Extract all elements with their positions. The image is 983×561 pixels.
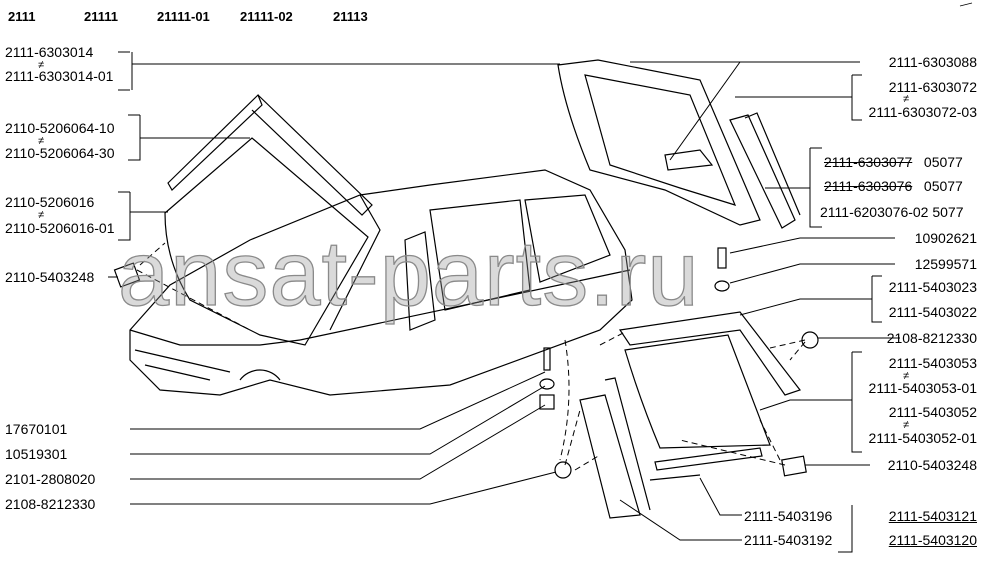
clip-front-drawing: [113, 262, 141, 288]
plug-top-drawing: [801, 331, 819, 349]
plug-bottom-drawing: [554, 461, 572, 479]
part-code: 05077: [923, 178, 963, 194]
side-glass-drawing: [579, 311, 801, 519]
part-code: 5077: [932, 204, 964, 220]
part-label[interactable]: 2108-8212330: [886, 330, 977, 346]
part-label[interactable]: 2111-6303072-03: [868, 104, 977, 120]
model-2111: 2111: [8, 9, 36, 24]
clip-rear-drawing: [781, 455, 807, 477]
part-label-kit[interactable]: 2111-5403121: [888, 508, 977, 524]
part-label[interactable]: 2110-5206016-01: [5, 220, 115, 236]
part-label[interactable]: 2111-5403192: [744, 532, 833, 548]
part-label[interactable]: 2111-6303014: [5, 44, 94, 60]
windshield-seal-drawing: [167, 93, 373, 216]
part-label-kit[interactable]: 2111-5403120: [888, 532, 977, 548]
part-label[interactable]: 2110-5206016: [5, 194, 95, 210]
part-number: 2111-6203076-02: [820, 204, 929, 220]
alternative-symbol: ≠: [903, 93, 910, 105]
alternative-symbol: ≠: [38, 59, 45, 71]
washer-drawing: [539, 378, 555, 390]
alternative-symbol: ≠: [903, 370, 910, 382]
part-label[interactable]: 17670101: [5, 421, 68, 437]
leader-lines: [108, 51, 900, 553]
washer-top-drawing: [714, 280, 730, 292]
part-label[interactable]: 2111-6303072: [888, 79, 977, 95]
part-label[interactable]: 2111-5403023: [888, 279, 977, 295]
windshield-drawing: [164, 137, 369, 346]
nut-drawing: [539, 394, 555, 410]
rear-door-glass-drawing: [557, 59, 801, 229]
part-label[interactable]: 2110-5403248: [887, 457, 977, 473]
part-label[interactable]: 2108-8212330: [5, 496, 96, 512]
part-label[interactable]: 2111-5403052: [888, 404, 977, 420]
alternative-symbol: ≠: [38, 135, 45, 147]
screw-top-drawing: [717, 247, 727, 269]
corner-mark: [959, 2, 973, 7]
alternative-symbol: ≠: [903, 419, 910, 431]
part-number: 2111-6303077: [824, 154, 913, 170]
part-label[interactable]: 2110-5206064-10: [5, 120, 115, 136]
part-label[interactable]: 10902621: [914, 230, 977, 246]
part-label[interactable]: 2111-5403022: [888, 304, 977, 320]
model-21111: 21111: [84, 9, 118, 24]
model-21111-01: 21111-01: [157, 9, 210, 24]
part-label[interactable]: 2110-5206064-30: [5, 145, 115, 161]
part-label[interactable]: 2111-5403052-01: [868, 430, 977, 446]
part-label[interactable]: 2111-6303088: [888, 54, 977, 70]
watermark: ansat-parts.ru: [117, 223, 700, 325]
part-label[interactable]: 2111-5403196: [744, 508, 833, 524]
part-label-superseded[interactable]: 2111-6303077 05077: [824, 154, 963, 170]
part-label[interactable]: 2111-5403053: [888, 355, 977, 371]
alternative-symbol: ≠: [38, 209, 45, 221]
model-21113: 21113: [333, 9, 368, 24]
part-label-superseded[interactable]: 2111-6303076 05077: [824, 178, 963, 194]
part-label[interactable]: 2110-5403248: [5, 269, 95, 285]
part-label[interactable]: 2111-5403053-01: [868, 380, 977, 396]
part-label[interactable]: 2101-2808020: [5, 471, 96, 487]
assembly-arrows: [136, 242, 806, 471]
part-number: 2111-6303076: [824, 178, 913, 194]
part-label[interactable]: 2111-6203076-02 5077: [820, 204, 964, 220]
car-body-drawing: [129, 169, 633, 396]
part-label[interactable]: 2111-6303014-01: [5, 68, 114, 84]
part-label[interactable]: 12599571: [914, 256, 977, 272]
model-21111-02: 21111-02: [240, 9, 293, 24]
screw-drawing: [543, 347, 551, 371]
part-label[interactable]: 10519301: [5, 446, 68, 462]
part-code: 05077: [923, 154, 963, 170]
